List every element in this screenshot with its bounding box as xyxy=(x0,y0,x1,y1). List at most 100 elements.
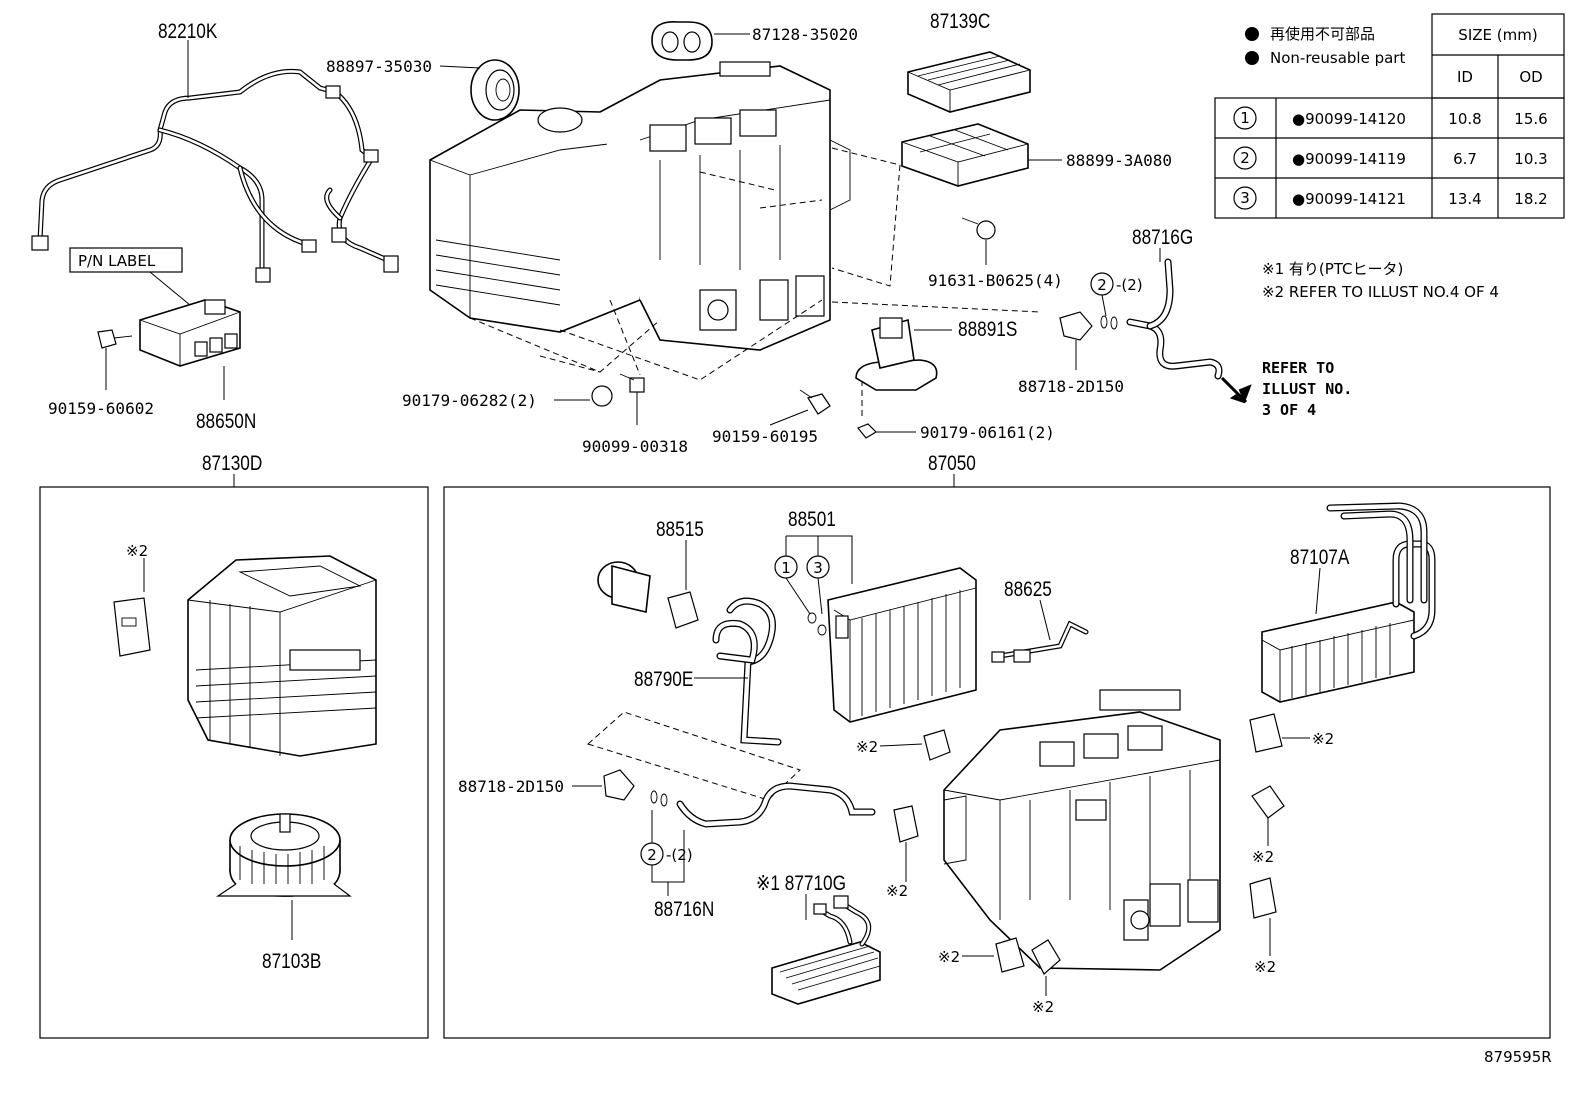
sensor-88515 xyxy=(597,561,651,613)
nut-90179-06161 xyxy=(857,423,877,439)
ring-1: 1 xyxy=(781,559,791,577)
diagram-code: 879595R xyxy=(1484,1048,1552,1066)
refer-line-3: 3 OF 4 xyxy=(1262,401,1316,419)
blower-motor-87103b xyxy=(216,813,352,897)
seal-piece xyxy=(1251,785,1285,819)
label-88716g: 88716G xyxy=(1132,227,1193,250)
svg-text:3: 3 xyxy=(1240,189,1250,207)
refer-line-1: REFER TO xyxy=(1262,359,1334,377)
table-row: 1 ●90099-14120 10.8 15.6 xyxy=(1233,106,1548,130)
label-88716g-qty: -(2) xyxy=(1116,276,1143,294)
valve-88718-bottom xyxy=(603,769,635,801)
bolt-90099-00318 xyxy=(619,373,645,393)
label-87139c: 87139C xyxy=(930,11,990,34)
refer-line-2: ILLUST NO. xyxy=(1262,380,1352,398)
hvac-unit-bottom xyxy=(943,689,1221,971)
seal-piece xyxy=(995,937,1025,973)
label-90179-06161: 90179-06161(2) xyxy=(920,423,1055,442)
module-88650n xyxy=(139,299,241,367)
svg-text:10.8: 10.8 xyxy=(1448,110,1481,128)
ptc-heater-87710g xyxy=(771,895,881,1005)
screw-91631 xyxy=(961,217,996,240)
actuator-88891s xyxy=(855,317,938,391)
note-2-d: ※2 xyxy=(1032,998,1054,1016)
label-90179-06282: 90179-06282(2) xyxy=(402,391,537,410)
label-87710g: ※1 87710G xyxy=(756,873,846,896)
evaporator-88501 xyxy=(827,567,977,723)
label-88716n-qty: -(2) xyxy=(666,846,693,864)
note-2-e: ※2 xyxy=(1312,730,1334,748)
label-88501: 88501 xyxy=(788,509,836,532)
seal-piece xyxy=(1031,939,1061,975)
note-2-b: ※2 xyxy=(856,738,878,756)
label-88718-2d150-top: 88718-2D150 xyxy=(1018,377,1124,396)
hvac-unit-top xyxy=(429,61,851,351)
label-88718-2d150-bottom: 88718-2D150 xyxy=(458,777,564,796)
col-id: ID xyxy=(1457,68,1473,86)
note-2-left: ※2 xyxy=(126,542,148,560)
seal-piece xyxy=(893,805,919,843)
note-2-f: ※2 xyxy=(1252,848,1274,866)
label-88716n: 88716N xyxy=(654,899,714,922)
hose-88716g xyxy=(1100,258,1223,380)
label-90099-00318: 90099-00318 xyxy=(582,437,688,456)
filter-88899 xyxy=(901,123,1029,187)
legend-table: 再使用不可部品 Non-reusable part SIZE (mm) ID O… xyxy=(1214,13,1565,219)
filter-87139c xyxy=(907,51,1031,113)
label-87050: 87050 xyxy=(928,453,976,476)
tube-88790e xyxy=(712,597,782,746)
svg-text:6.7: 6.7 xyxy=(1453,150,1477,168)
seal-piece xyxy=(1249,713,1283,753)
label-87103b: 87103B xyxy=(262,951,321,974)
label-82210k: 82210K xyxy=(158,21,218,44)
label-87107a: 87107A xyxy=(1290,547,1350,570)
seal-piece xyxy=(113,597,151,657)
ring-3: 3 xyxy=(813,559,823,577)
label-88790e: 88790E xyxy=(634,669,693,692)
note-2: ※2 REFER TO ILLUST NO.4 OF 4 xyxy=(1262,283,1499,301)
box-87130d xyxy=(39,486,429,1039)
svg-text:2: 2 xyxy=(1240,149,1250,167)
label-88899-3a080: 88899-3A080 xyxy=(1066,151,1172,170)
box-87050 xyxy=(443,486,1551,1039)
grommet-87128 xyxy=(651,21,713,61)
bolt-90159-60602 xyxy=(97,329,133,349)
heater-core-87107a xyxy=(1261,502,1436,703)
label-90159-60602: 90159-60602 xyxy=(48,399,154,418)
label-87128-35020: 87128-35020 xyxy=(752,25,858,44)
label-91631-b0625: 91631-B0625(4) xyxy=(928,271,1063,290)
table-row: 2 ●90099-14119 6.7 10.3 xyxy=(1233,146,1548,170)
size-header: SIZE (mm) xyxy=(1458,26,1537,44)
ring-2-bottom: 2 xyxy=(647,846,657,864)
ring-2-top: 2 xyxy=(1097,276,1107,294)
svg-text:1: 1 xyxy=(1240,109,1250,127)
note-2-g: ※2 xyxy=(1254,958,1276,976)
label-88891s: 88891S xyxy=(958,319,1017,342)
thermistor-88625 xyxy=(991,620,1089,663)
blower-case-87130d xyxy=(187,555,377,757)
expansion-valve xyxy=(667,591,699,629)
bolt-90159-60195 xyxy=(799,389,831,415)
non-reusable-dot-icon xyxy=(1245,27,1259,41)
hose-88716n xyxy=(676,782,876,828)
seal-piece xyxy=(923,729,951,761)
grommet-88897 xyxy=(470,59,520,121)
table-row: 3 ●90099-14121 13.4 18.2 xyxy=(1233,186,1548,210)
seal-piece xyxy=(1249,877,1277,919)
non-reusable-dot-icon xyxy=(1245,51,1259,65)
svg-text:10.3: 10.3 xyxy=(1514,150,1547,168)
svg-text:13.4: 13.4 xyxy=(1448,190,1481,208)
svg-text:●90099-14119: ●90099-14119 xyxy=(1292,150,1406,168)
label-90159-60195: 90159-60195 xyxy=(712,427,818,446)
valve-88718-top xyxy=(1059,311,1093,341)
note-1: ※1 有り(PTCヒータ) xyxy=(1262,260,1403,278)
svg-text:15.6: 15.6 xyxy=(1514,110,1547,128)
legend-jp: 再使用不可部品 xyxy=(1270,25,1375,43)
label-88515: 88515 xyxy=(656,519,704,542)
label-87130d: 87130D xyxy=(202,453,262,476)
svg-text:18.2: 18.2 xyxy=(1514,190,1547,208)
label-88650n: 88650N xyxy=(196,411,256,434)
col-od: OD xyxy=(1519,68,1542,86)
nut-90179-06282 xyxy=(591,385,613,407)
